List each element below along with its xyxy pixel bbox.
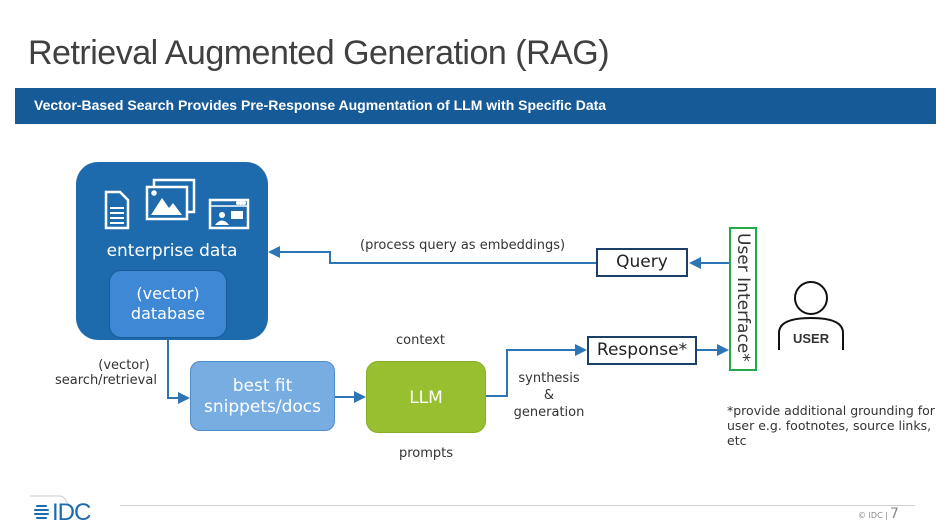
query-box: Query [596, 248, 688, 277]
arrow-llm-to-response [486, 344, 587, 397]
synthesis-line2: & [543, 388, 555, 403]
synthesis-line1: synthesis [518, 371, 580, 386]
query-arrow-label: (process query as embeddings) [360, 238, 566, 253]
prompts-label: prompts [399, 446, 454, 461]
arrow-db-to-snippets [167, 340, 190, 404]
snippets-line2: snippets/docs [203, 397, 322, 417]
user-head [794, 281, 828, 315]
context-label: context [396, 333, 445, 348]
user-interface-box: User Interface* [729, 227, 757, 371]
user-shoulders [778, 316, 844, 350]
banner-text: Vector-Based Search Provides Pre-Respons… [34, 97, 607, 113]
footer-divider [120, 505, 915, 506]
vector-database-line1: (vector) [136, 284, 200, 303]
synthesis-line3: generation [513, 405, 585, 420]
retrieval-label: (vector) [84, 358, 164, 373]
vector-database-box: (vector) database [109, 270, 227, 338]
page-number: 7 [890, 506, 899, 522]
enterprise-icons [104, 178, 250, 230]
slide-title: Retrieval Augmented Generation (RAG) [28, 34, 610, 72]
enterprise-data-label: enterprise data [106, 241, 238, 261]
footnote-line2: user e.g. footnotes, source links, etc [727, 418, 932, 448]
footnote-line1: *provide additional grounding for [727, 403, 935, 418]
subtitle-banner: Vector-Based Search Provides Pre-Respons… [15, 88, 936, 124]
retrieval-label-line1: (vector) [98, 358, 150, 373]
idc-logo-icon [30, 495, 71, 519]
arrow-query-to-enterprise [268, 246, 596, 264]
user-interface-label: User Interface* [733, 233, 753, 362]
response-box: Response* [587, 336, 697, 365]
images-icon [145, 178, 196, 221]
idc-logo-text: IDC [52, 499, 91, 526]
footnote: *provide additional grounding for user e… [727, 403, 952, 448]
video-chat-icon [208, 198, 250, 230]
user-label: USER [793, 331, 830, 346]
llm-box: LLM [366, 361, 486, 433]
document-icon [104, 190, 130, 230]
vector-database-line2: database [130, 304, 206, 323]
retrieval-label-line2: search/retrieval [55, 373, 157, 388]
snippets-box: best fit snippets/docs [190, 361, 335, 431]
snippets-line1: best fit [232, 376, 293, 396]
copyright: © IDC | [858, 511, 888, 520]
synthesis-label: synthesis & generation [513, 370, 585, 421]
